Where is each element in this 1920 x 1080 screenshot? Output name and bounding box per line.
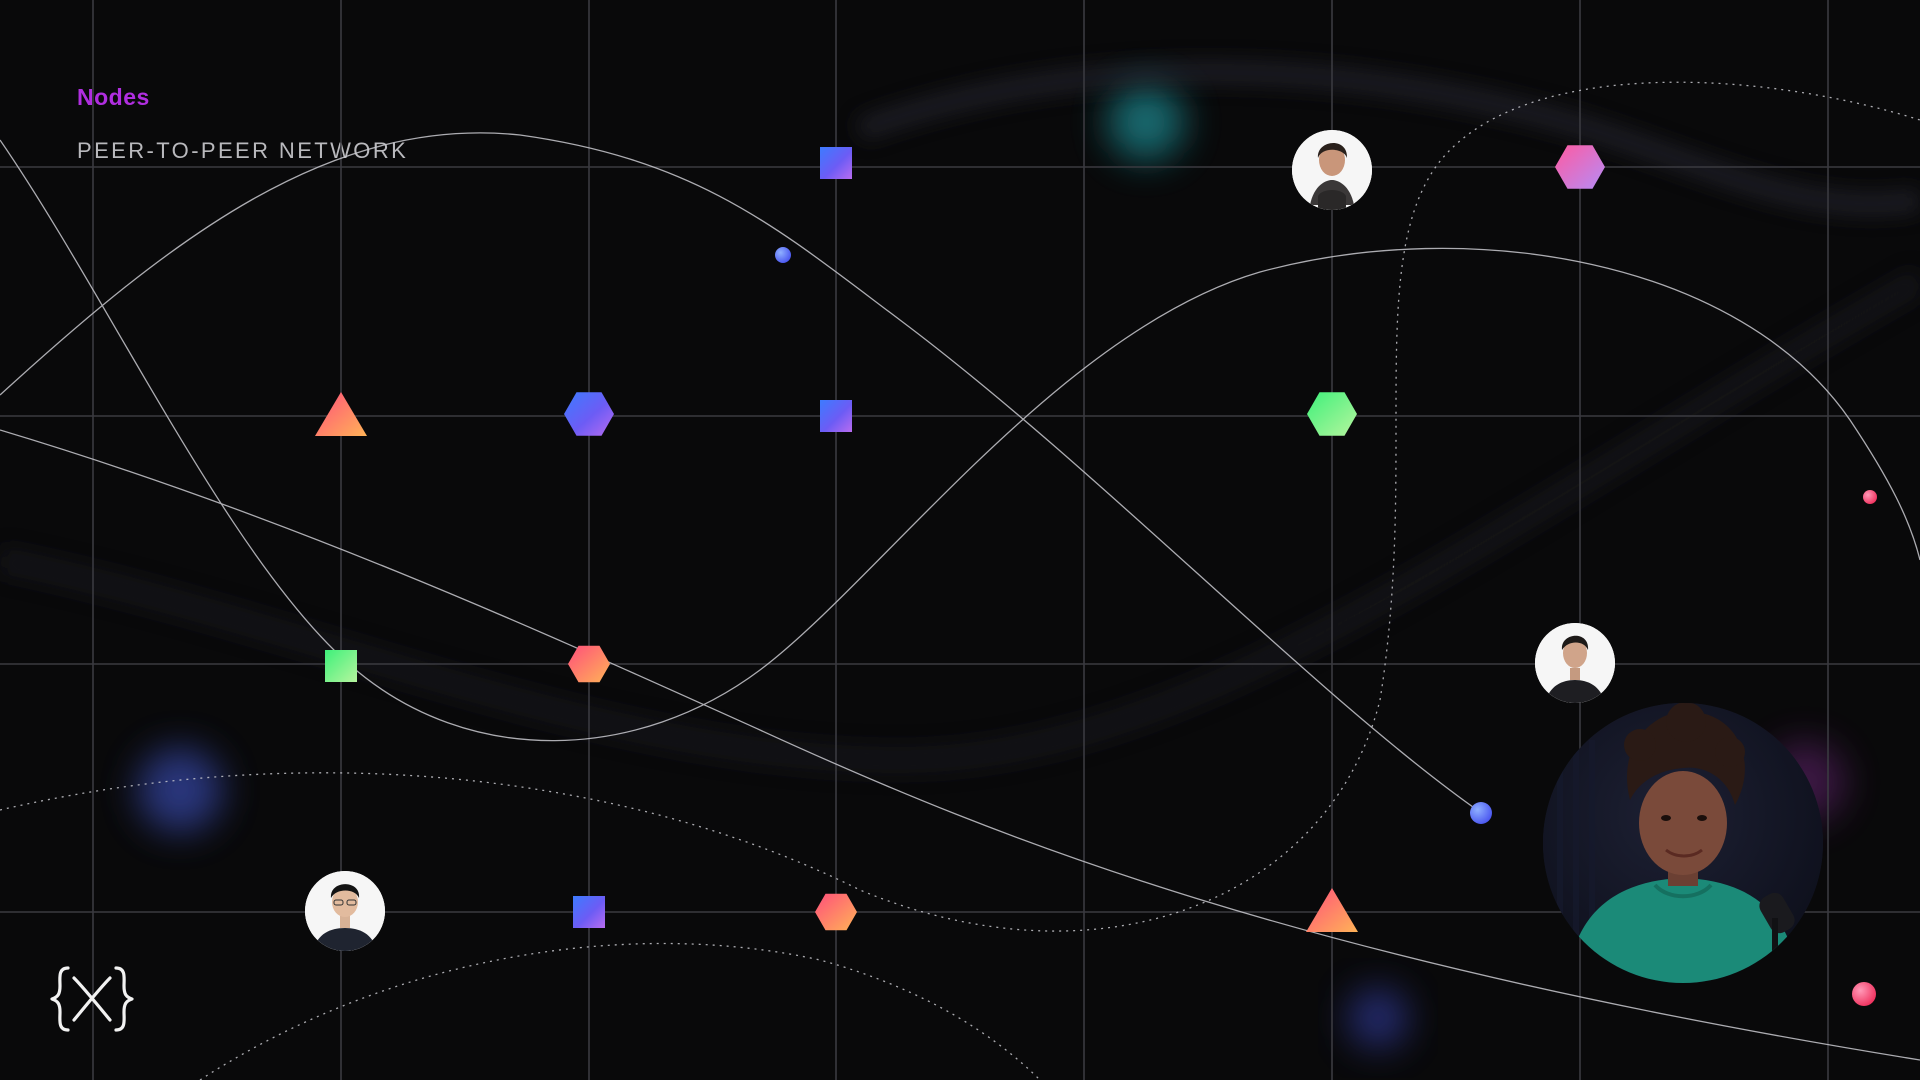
page-title: PEER-TO-PEER NETWORK xyxy=(77,138,409,163)
square-node xyxy=(325,650,357,682)
connection-curves xyxy=(0,81,1920,1080)
curly-braces-x-logo xyxy=(50,966,134,1032)
hexagon-node xyxy=(568,645,610,683)
hexagon-node xyxy=(1555,145,1605,189)
connection-curve xyxy=(199,942,1041,1080)
hexagon-node xyxy=(815,893,857,931)
blue-orb xyxy=(775,247,791,263)
title-block: Nodes PEER-TO-PEER NETWORK xyxy=(77,84,408,164)
hexagon-node xyxy=(564,392,614,436)
peer-avatar-woman-scarf[interactable] xyxy=(1292,130,1372,210)
presenter-video[interactable] xyxy=(1543,702,1823,983)
section-kicker: Nodes xyxy=(77,84,150,110)
square-node xyxy=(573,896,605,928)
peer-avatar-man-dark-shirt[interactable] xyxy=(1535,623,1615,705)
connection-curve xyxy=(0,429,1920,1061)
triangle-node xyxy=(1306,888,1358,932)
hexagon-node xyxy=(1307,392,1357,436)
blue-orb xyxy=(1470,802,1492,824)
triangle-node xyxy=(315,392,367,436)
square-node xyxy=(820,147,852,179)
orbs xyxy=(775,247,1877,1006)
pink-orb xyxy=(1852,982,1876,1006)
pink-orb xyxy=(1863,490,1877,504)
connection-curve xyxy=(0,139,1920,742)
peer-avatar-man-glasses[interactable] xyxy=(305,871,385,953)
nodes-layer xyxy=(315,145,1605,932)
microphone-icon xyxy=(1759,892,1795,958)
connection-curve xyxy=(0,132,1481,813)
square-node xyxy=(820,400,852,432)
